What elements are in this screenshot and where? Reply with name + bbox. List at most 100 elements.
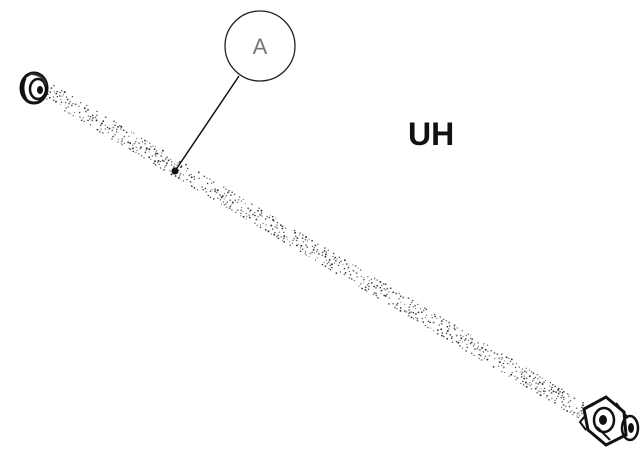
- shaft-stipple-dot: [277, 234, 280, 237]
- shaft-stipple-dot: [305, 244, 307, 246]
- shaft-stipple-dot: [373, 277, 376, 280]
- shaft-stipple-dot: [154, 154, 156, 156]
- shaft-stipple-dot: [153, 148, 156, 151]
- shaft-stipple-dot: [176, 164, 178, 166]
- shaft-stipple-dot: [343, 259, 346, 262]
- shaft-stipple-dot: [172, 165, 175, 168]
- shaft-stipple-dot: [363, 282, 365, 284]
- shaft-stipple-dot: [99, 124, 102, 127]
- shaft-stipple-dot: [527, 383, 529, 385]
- shaft-stipple-dot: [266, 215, 268, 218]
- shaft-stipple-dot: [209, 178, 211, 180]
- shaft-stipple-dot: [414, 304, 417, 307]
- shaft-stipple-dot: [205, 191, 207, 193]
- shaft-stipple-dot: [524, 370, 526, 373]
- shaft-stipple-dot: [407, 314, 410, 317]
- shaft-stipple-dot: [470, 352, 473, 355]
- shaft-stipple-dot: [306, 246, 309, 248]
- shaft-stipple-dot: [294, 235, 297, 238]
- shaft-stipple-dot: [108, 127, 111, 130]
- shaft-stipple-dot: [373, 291, 376, 294]
- shaft-stipple-dot: [410, 301, 413, 304]
- shaft-stipple-dot: [470, 334, 472, 336]
- shaft-stipple-dot: [111, 129, 114, 132]
- shaft-stipple-dot: [120, 128, 122, 130]
- shaft-stipple-dot: [453, 327, 456, 330]
- shaft-stipple-dot: [255, 218, 258, 221]
- shaft-stipple-dot: [116, 128, 118, 131]
- shaft-stipple-dot: [565, 405, 567, 408]
- shaft-stipple-dot: [253, 211, 256, 214]
- shaft-stipple-dot: [440, 322, 443, 325]
- shaft-stipple-dot: [329, 264, 332, 267]
- shaft-stipple-dot: [404, 303, 406, 305]
- shaft-stipple-dot: [61, 95, 63, 97]
- shaft-stipple-dot: [309, 252, 312, 255]
- shaft-stipple-dot: [305, 254, 307, 256]
- shaft-stipple-dot: [164, 157, 167, 160]
- shaft-stipple-dot: [345, 263, 348, 265]
- shaft-stipple-dot: [549, 382, 552, 384]
- shaft-stipple-dot: [273, 233, 275, 236]
- shaft-stipple-dot: [424, 324, 426, 327]
- shaft-stipple-dot: [455, 334, 458, 337]
- shaft-stipple-dot: [261, 215, 263, 217]
- shaft-stipple-dot: [392, 302, 395, 305]
- shaft-stipple-dot: [437, 329, 439, 331]
- shaft-stipple-dot: [52, 96, 55, 98]
- shaft-stipple-dot: [305, 236, 308, 238]
- shaft-stipple-dot: [312, 248, 315, 251]
- shaft-stipple-dot: [125, 131, 128, 134]
- shaft-stipple-dot: [502, 362, 505, 365]
- shaft-stipple-dot: [555, 391, 557, 393]
- shaft-stipple-dot: [560, 396, 562, 399]
- shaft-stipple-dot: [540, 391, 542, 393]
- shaft-stipple-dot: [95, 119, 98, 122]
- shaft-stipple-dot: [316, 248, 319, 251]
- shaft-stipple-dot: [323, 250, 326, 252]
- shaft-stipple-dot: [229, 199, 232, 202]
- shaft-stipple-dot: [274, 226, 277, 228]
- shaft-stipple-dot: [236, 209, 239, 212]
- shaft-stipple-dot: [328, 258, 331, 261]
- shaft-stipple-dot: [148, 151, 150, 153]
- shaft-stipple-dot: [490, 350, 492, 352]
- shaft-stipple-dot: [155, 152, 157, 155]
- shaft-stipple-dot: [520, 376, 523, 378]
- shaft-stipple-dot: [477, 345, 479, 348]
- shaft-stipple-dot: [472, 345, 475, 347]
- shaft-stipple-dot: [510, 358, 513, 361]
- shaft-stipple-dot: [171, 161, 173, 163]
- shaft-stipple-dot: [249, 210, 251, 213]
- shaft-stipple-dot: [226, 206, 228, 209]
- shaft-stipple-dot: [344, 272, 347, 274]
- shaft-stipple-dot: [277, 237, 280, 240]
- shaft-stipple-dot: [436, 332, 439, 335]
- shaft-stipple-dot: [68, 102, 71, 105]
- shaft-stipple-dot: [135, 140, 137, 143]
- shaft-stipple-dot: [196, 189, 198, 191]
- shaft-stipple-dot: [518, 366, 521, 368]
- shaft-stipple-dot: [476, 347, 479, 350]
- shaft-stipple-dot: [451, 335, 453, 338]
- shaft-stipple-dot: [357, 267, 359, 269]
- shaft-stipple-dot: [412, 318, 414, 320]
- shaft-stipple-dot: [552, 390, 555, 393]
- shaft-stipple-dot: [573, 397, 576, 400]
- shaft-stipple-dot: [471, 338, 474, 340]
- shaft-stipple-dot: [396, 308, 398, 310]
- shaft-stipple-dot: [552, 384, 554, 386]
- shaft-stipple-dot: [304, 239, 307, 241]
- shaft-stipple-dot: [484, 355, 487, 358]
- shaft-stipple-dot: [408, 309, 410, 311]
- shaft-stipple-dot: [541, 383, 544, 385]
- shaft-stipple-dot: [448, 325, 451, 327]
- shaft-stipple-dot: [141, 141, 144, 143]
- shaft-stipple-dot: [557, 389, 559, 391]
- shaft-stipple-dot: [251, 203, 253, 205]
- shaft-stipple-dot: [132, 150, 135, 153]
- shaft-stipple-dot: [83, 107, 86, 110]
- shaft-stipple-dot: [484, 348, 487, 351]
- shaft-stipple-dot: [464, 339, 466, 341]
- shaft-stipple-dot: [429, 327, 431, 329]
